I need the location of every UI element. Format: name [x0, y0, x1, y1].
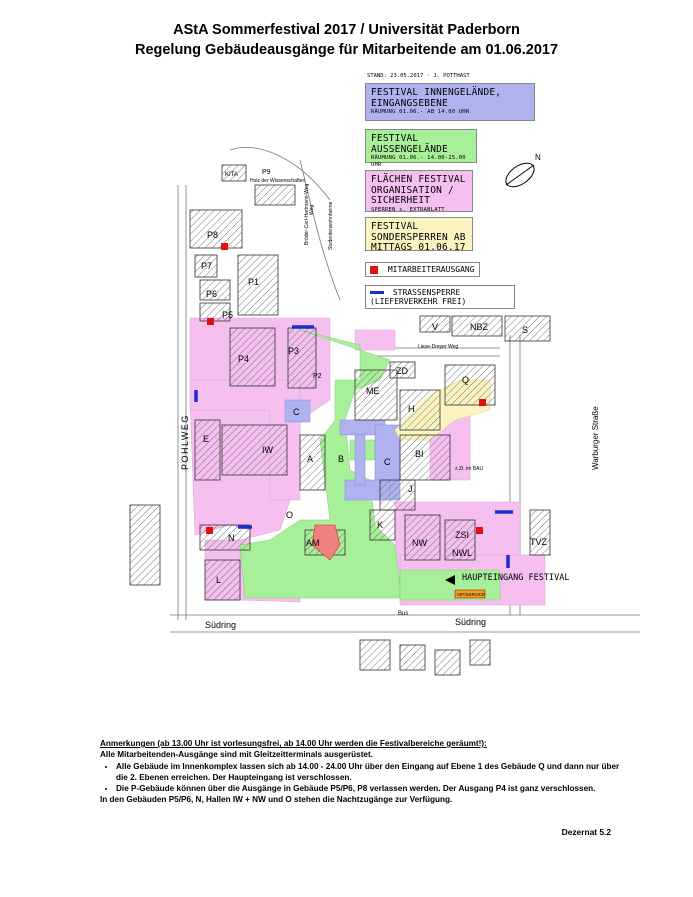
- label-tvz: TVZ: [530, 537, 548, 547]
- label-am: AM: [306, 538, 320, 548]
- label-p6: P6: [206, 289, 217, 299]
- legend-mitarbeiterausgang-label: MITARBEITERAUSGANG: [387, 265, 475, 274]
- label-e: E: [203, 434, 209, 444]
- legend-strassensperre: STRASSENSPERRE (LIEFERVERKEHR FREI): [365, 285, 515, 309]
- north-arrow-icon: [505, 162, 535, 188]
- label-nbz: NBZ: [470, 322, 489, 332]
- legend-innengelaende-title: FESTIVAL INNENGELÄNDE, EINGANGSEBENE: [371, 87, 502, 109]
- label-p9: P9: [262, 169, 271, 176]
- legend-innengelaende-note: RÄUMUNG 01.06.- AB 14.00 UHR: [371, 109, 470, 115]
- notes-last-line: In den Gebäuden P5/P6, N, Hallen IW + NW…: [100, 795, 453, 805]
- notes-bullet-1: Alle Gebäude im Innenkomplex lassen sich…: [116, 761, 620, 784]
- label-iw: IW: [262, 445, 274, 455]
- label-bus: Bus: [398, 611, 408, 617]
- area-innengelaende: [284, 399, 401, 501]
- label-suedring-1: Südring: [205, 620, 236, 630]
- legend-sondersperren: FESTIVAL SONDERSPERREN AB MITTAGS 01.06.…: [365, 217, 473, 253]
- label-north: N: [535, 153, 541, 162]
- haupteingang-arrow: [445, 575, 455, 585]
- label-q: Q: [462, 375, 469, 385]
- legend-strassensperre-label: STRASSENSPERRE (LIEFERVERKEHR FREI): [370, 288, 467, 306]
- label-vipservice: VIP/SERVICE: [457, 592, 485, 597]
- label-nw: NW: [412, 538, 427, 548]
- dezernat-label: Dezernat 5.2: [561, 827, 611, 837]
- legend-flaechen-note: SPERREN s. EXTRABLATT: [371, 206, 445, 213]
- legend-blue-bar-icon: [370, 291, 384, 294]
- legend-flaechen-title: FLÄCHEN FESTIVAL ORGANISATION / SICHERHE…: [371, 174, 466, 206]
- label-p9-sub: Holz der Wissenschaften: [250, 178, 306, 184]
- page-title: AStA Sommerfestival 2017 / Universität P…: [173, 22, 520, 38]
- legend-aussengelaende: FESTIVAL AUSSENGELÄNDE RÄUMUNG 01.06.- 1…: [365, 129, 477, 168]
- notes-bullet-2: Die P-Gebäude können über die Ausgänge i…: [116, 783, 620, 794]
- page-subtitle: Regelung Gebäudeausgänge für Mitarbeiten…: [134, 42, 559, 58]
- am-highlight: [311, 524, 341, 561]
- label-zd: ZD: [396, 366, 408, 376]
- label-h: H: [408, 404, 415, 414]
- label-p4: P4: [238, 354, 249, 364]
- label-liese-dreyer: Liese-Dreyer Weg: [418, 344, 458, 350]
- legend-innengelaende: FESTIVAL INNENGELÄNDE, EINGANGSEBENE RÄU…: [365, 83, 535, 121]
- label-broeder-weg: Bröder-Carl-Hartmann-Weg: [304, 183, 310, 245]
- vipservice-box: [454, 589, 486, 599]
- label-s: S: [522, 325, 528, 335]
- label-c2: C: [384, 457, 391, 467]
- label-bi: BI: [415, 449, 424, 459]
- label-me: ME: [366, 386, 380, 396]
- legend-mitarbeiterausgang: MITARBEITERAUSGANG: [365, 262, 480, 277]
- streets: [170, 147, 640, 633]
- label-zzt: z.Zt. im BAU: [455, 466, 483, 472]
- label-kita: KITA: [225, 172, 238, 178]
- label-n: N: [228, 533, 235, 543]
- label-l: L: [216, 575, 221, 585]
- label-suedring-2: Südring: [455, 617, 486, 627]
- staff-exits: [206, 243, 486, 534]
- notes-heading: Anmerkungen (ab 13.00 Uhr ist vorlesungs…: [100, 739, 487, 748]
- notes-list: Alle Gebäude im Innenkomplex lassen sich…: [100, 761, 620, 795]
- legend-red-square-icon: [370, 265, 378, 274]
- legend-sondersperren-title: FESTIVAL SONDERSPERREN AB MITTAGS 01.06.…: [371, 221, 466, 253]
- notes-line2: Alle Mitarbeitenden-Ausgänge sind mit Gl…: [100, 750, 373, 760]
- label-p8: P8: [207, 230, 218, 240]
- label-v: V: [432, 322, 438, 332]
- label-p7: P7: [201, 261, 212, 271]
- label-p5: P5: [222, 310, 233, 320]
- label-haupteingang: HAUPTEINGANG FESTIVAL: [462, 573, 569, 583]
- notes-section: Anmerkungen (ab 13.00 Uhr ist vorlesungs…: [100, 738, 620, 806]
- label-o: O: [286, 510, 293, 520]
- road-closures: [194, 325, 513, 568]
- label-j: J: [408, 484, 413, 494]
- label-c1: C: [293, 407, 300, 417]
- legend-flaechen: FLÄCHEN FESTIVAL ORGANISATION / SICHERHE…: [365, 170, 473, 213]
- label-b: B: [338, 454, 344, 464]
- label-a: A: [307, 454, 313, 464]
- label-p1: P1: [248, 277, 259, 287]
- label-nwl: NWL: [452, 548, 472, 558]
- label-pohlweg: POHLWEG: [180, 414, 190, 470]
- stand-label: STAND: 23.05.2017 · J. POTTHAST: [367, 73, 470, 79]
- label-p3: P3: [288, 346, 299, 356]
- label-warburger: Warburger Straße: [591, 406, 600, 470]
- label-studentenwohnheime: Studentenwohnheime: [328, 201, 334, 250]
- label-p2: P2: [313, 373, 322, 380]
- legend-aussengelaende-note: RÄUMUNG 01.06.- 14.00-15.00 UHR: [371, 155, 466, 168]
- legend-aussengelaende-title: FESTIVAL AUSSENGELÄNDE: [371, 133, 448, 155]
- label-weg: Weg: [309, 205, 315, 215]
- label-k: K: [377, 520, 383, 530]
- label-zsi: ZSI: [455, 530, 469, 540]
